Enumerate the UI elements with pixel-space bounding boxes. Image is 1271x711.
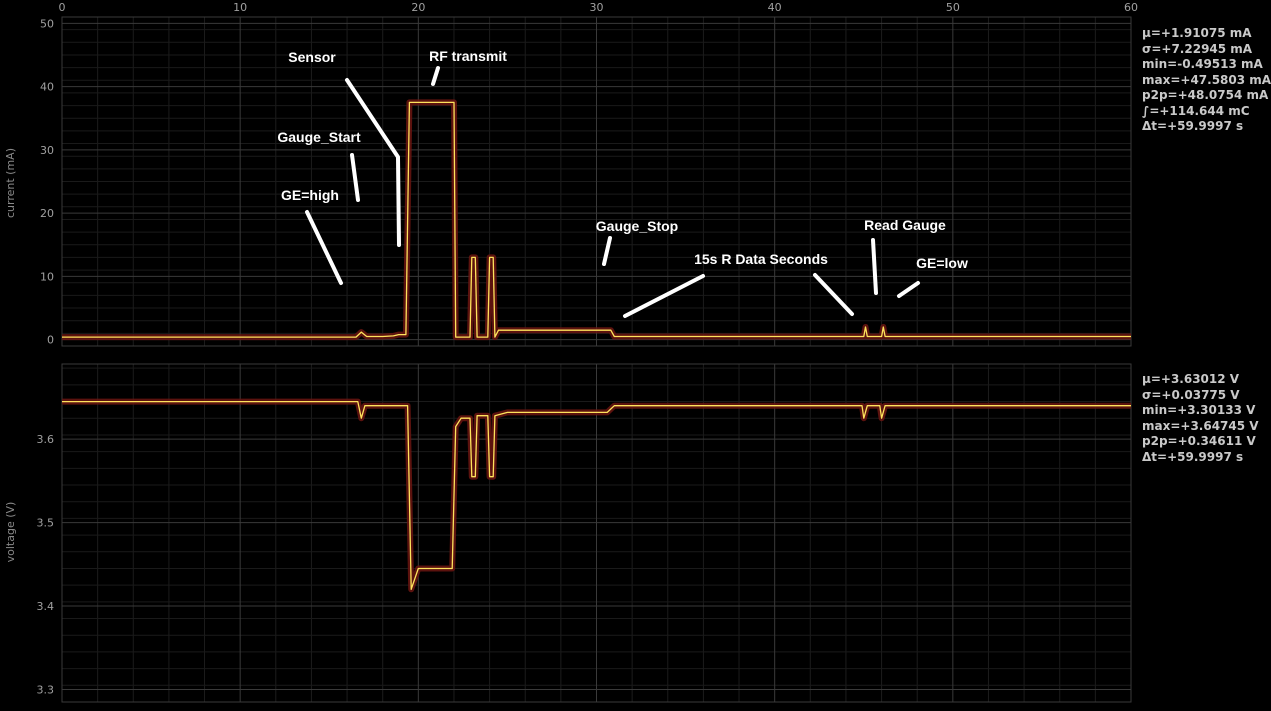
x-tick-label: 50 — [946, 1, 960, 14]
axes — [61, 16, 1132, 703]
x-tick-label: 60 — [1124, 1, 1138, 14]
current-stat-sigma: σ=+7.22945 mA — [1142, 41, 1253, 56]
current-stat-min: min=-0.49513 mA — [1142, 57, 1263, 71]
x-tick-label: 40 — [768, 1, 782, 14]
annotation-pointer — [871, 238, 878, 295]
y-tick-label: 3.3 — [37, 683, 55, 696]
grid-major — [61, 17, 1132, 702]
annotations: GE=high Gauge_Start Sensor RF transmitGauge… — [277, 48, 968, 318]
voltage-stat-min: min=+3.30133 V — [1142, 403, 1256, 417]
y-tick-label: 0 — [47, 334, 54, 347]
annotation-pointer — [897, 281, 920, 298]
current-stat-max: max=+47.5803 mA — [1142, 72, 1271, 87]
y-tick-label: 50 — [40, 17, 54, 30]
voltage-stat-dt: Δt=+59.9997 s — [1142, 449, 1244, 464]
tick-labels: 0 10 20 30 40 50 3.3 3.4 3.5 3.6 0 10 20 30 40 50 60 — [37, 1, 1139, 696]
voltage-axis-label: voltage (V) — [4, 502, 17, 563]
annotation-pointer — [602, 236, 612, 266]
x-tick-label: 20 — [411, 1, 425, 14]
voltage-stats-panel: μ=+3.63012 V σ=+0.03775 V min=+3.30133 V… — [1142, 372, 1259, 465]
annotation-label: 15s R Data Seconds — [694, 251, 828, 267]
y-tick-label: 3.4 — [37, 600, 55, 613]
current-stats-panel: μ=+1.91075 mA σ=+7.22945 mA min=-0.49513… — [1142, 26, 1271, 135]
y-tick-label: 40 — [40, 81, 54, 94]
annotation-label: RF transmit — [429, 48, 507, 64]
annotation-pointer — [345, 78, 401, 247]
plot-frame-0 — [61, 16, 1132, 347]
voltage-stat-p2p: p2p=+0.34611 V — [1142, 434, 1256, 448]
y-tick-label: 30 — [40, 144, 54, 157]
x-tick-label: 30 — [590, 1, 604, 14]
annotation-label: GE=low — [916, 255, 968, 271]
x-tick-label: 0 — [59, 1, 66, 14]
y-tick-label: 10 — [40, 270, 54, 283]
voltage-stat-max: max=+3.64745 V — [1142, 418, 1259, 433]
annotation-label: Gauge_Stop — [596, 218, 678, 234]
current-stat-mean: μ=+1.91075 mA — [1142, 26, 1252, 40]
annotation-pointer — [305, 210, 343, 285]
trace-line-0 — [62, 101, 1131, 338]
voltage-stat-sigma: σ=+0.03775 V — [1142, 387, 1240, 402]
current-stat-p2p: p2p=+48.0754 mA — [1142, 88, 1269, 102]
y-tick-label: 3.6 — [37, 433, 55, 446]
annotation-pointer — [431, 66, 440, 86]
annotation-label: Read Gauge — [864, 217, 946, 233]
trace-line-1 — [62, 400, 1131, 590]
traces — [62, 99, 1131, 593]
y-tick-label: 20 — [40, 207, 54, 220]
voltage-stat-mean: μ=+3.63012 V — [1142, 372, 1240, 386]
current-stat-charge: ∫=+114.644 mC — [1142, 103, 1250, 118]
annotation-pointer — [623, 274, 705, 318]
current-stat-dt: Δt=+59.9997 s — [1142, 119, 1244, 133]
y-tick-label: 3.5 — [37, 517, 55, 530]
annotation-pointer — [350, 153, 360, 202]
plot-frame-1 — [61, 363, 1132, 703]
x-tick-label: 10 — [233, 1, 247, 14]
annotation-pointer — [813, 273, 854, 316]
annotation-label: Gauge_Start — [277, 129, 361, 145]
annotation-label: GE=high — [281, 187, 339, 203]
current-axis-label: current (mA) — [4, 148, 17, 218]
annotation-label: Sensor — [288, 49, 336, 65]
